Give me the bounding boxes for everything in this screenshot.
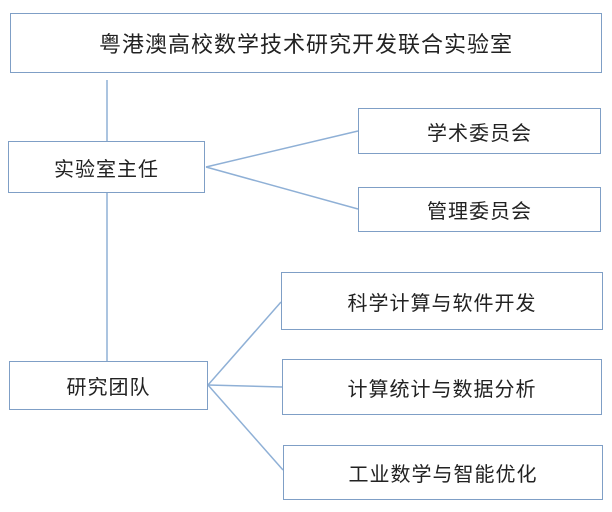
committee-node-academic: 学术委员会 (358, 108, 601, 154)
connector-team-group-2 (207, 384, 283, 388)
group-node-1: 科学计算与软件开发 (281, 272, 603, 330)
root-label: 粤港澳高校数学技术研究开发联合实验室 (98, 33, 513, 58)
group-label: 工业数学与智能优化 (348, 462, 538, 486)
team-node: 研究团队 (9, 361, 208, 410)
committee-node-management: 管理委员会 (358, 187, 601, 232)
director-label: 实验室主任 (54, 156, 159, 181)
connector-director-academic (205, 130, 359, 168)
group-label: 科学计算与软件开发 (347, 290, 537, 315)
group-label: 计算统计与数据分析 (347, 376, 537, 401)
connector-team-group-3 (207, 384, 284, 471)
director-node: 实验室主任 (8, 141, 205, 193)
group-node-2: 计算统计与数据分析 (282, 359, 602, 415)
connector-director-management (205, 166, 359, 210)
group-node-3: 工业数学与智能优化 (283, 445, 603, 500)
team-label: 研究团队 (66, 375, 151, 399)
committee-label: 学术委员会 (427, 120, 532, 145)
root-node: 粤港澳高校数学技术研究开发联合实验室 (10, 13, 602, 73)
committee-label: 管理委员会 (427, 199, 532, 223)
connector-team-group-1 (207, 301, 282, 386)
